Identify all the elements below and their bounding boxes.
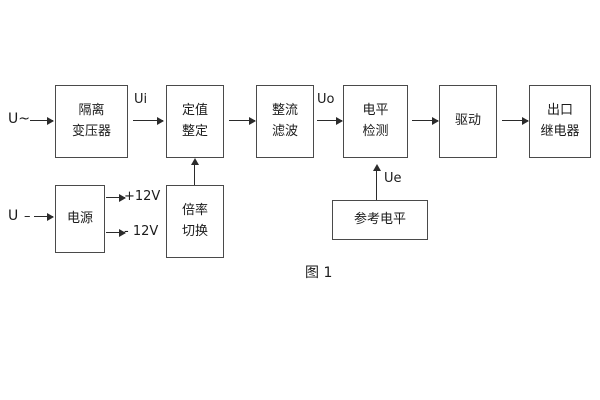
ui-signal-label: Ui — [134, 92, 148, 107]
block-isolation-transformer-line1: 隔离 — [78, 103, 105, 119]
ue-signal-label: Ue — [384, 171, 402, 186]
supply-negative-arrow — [106, 228, 126, 237]
block-power-supply: 电源 — [55, 185, 105, 253]
block-multiplier-switch-line2: 切换 — [181, 223, 208, 239]
block-rectify-filter-line2: 滤波 — [271, 123, 298, 139]
setting-to-rectify-arrow — [229, 116, 256, 125]
dc-input-label: U — [8, 208, 19, 224]
multiplier-to-setting-arrow — [190, 158, 199, 185]
level-to-drive-arrow — [412, 116, 439, 125]
ui-arrow — [133, 116, 164, 125]
reference-to-level-arrow — [372, 164, 381, 200]
ac-input-label: U~ — [8, 111, 30, 127]
block-level-detect: 电平 检测 — [343, 85, 408, 158]
supply-negative-label: - 12V — [124, 224, 159, 239]
block-drive: 驱动 — [439, 85, 497, 158]
block-rectify-filter: 整流 滤波 — [256, 85, 314, 158]
dc-input-dash-label: – — [24, 209, 31, 224]
uo-signal-label: Uo — [317, 92, 335, 107]
figure-caption: 图 1 — [305, 265, 333, 281]
block-power-supply-line1: 电源 — [66, 210, 93, 226]
block-isolation-transformer: 隔离 变压器 — [55, 85, 128, 158]
block-level-detect-line2: 检测 — [362, 123, 389, 139]
ac-input-arrow — [30, 116, 54, 125]
block-isolation-transformer-line2: 变压器 — [71, 123, 111, 139]
block-setting-value: 定值 整定 — [166, 85, 224, 158]
block-multiplier-switch-line1: 倍率 — [181, 203, 208, 219]
block-reference-level-line1: 参考电平 — [353, 211, 406, 227]
block-output-relay-line2: 继电器 — [540, 123, 580, 139]
block-setting-value-line2: 整定 — [181, 123, 208, 139]
uo-arrow — [317, 116, 343, 125]
block-setting-value-line1: 定值 — [181, 103, 208, 119]
block-reference-level: 参考电平 — [332, 200, 428, 240]
supply-positive-label: +12V — [124, 189, 161, 204]
drive-to-relay-arrow — [502, 116, 529, 125]
supply-positive-arrow — [106, 193, 126, 202]
block-rectify-filter-line1: 整流 — [271, 103, 298, 119]
block-output-relay-line1: 出口 — [546, 103, 573, 119]
block-level-detect-line1: 电平 — [362, 103, 389, 119]
block-multiplier-switch: 倍率 切换 — [166, 185, 224, 258]
block-output-relay: 出口 继电器 — [529, 85, 591, 158]
block-drive-line1: 驱动 — [454, 113, 481, 129]
dc-input-arrow — [34, 212, 54, 221]
